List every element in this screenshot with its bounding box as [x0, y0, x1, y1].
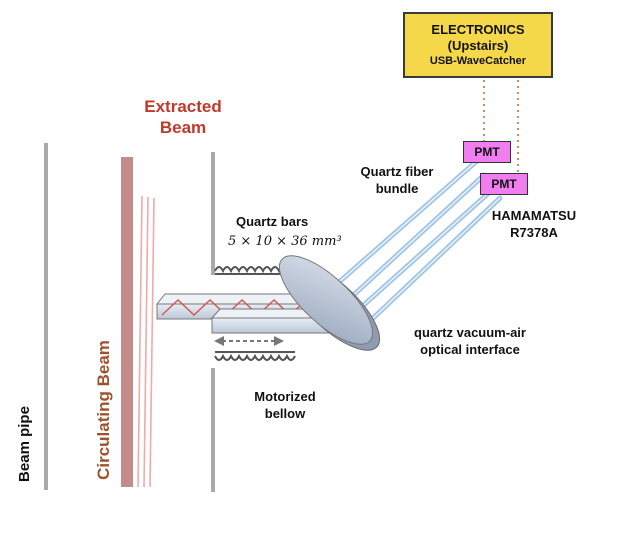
hamamatsu-label: HAMAMATSU R7378A	[491, 208, 577, 240]
quartz-fibers	[327, 157, 503, 326]
pmt-box-1: PMT	[463, 141, 511, 163]
bellow-lower	[214, 351, 296, 361]
pmt-box-2: PMT	[480, 173, 528, 195]
bellow-motion-arrow	[214, 336, 284, 346]
electronics-title: ELECTRONICS	[431, 21, 525, 37]
extracted-beam-label: Extracted Beam	[144, 97, 222, 137]
optical-interface-disk	[278, 255, 381, 351]
quartz-bars-label: Quartz bars	[236, 214, 309, 229]
circulating-beam-label: Circulating Beam	[94, 340, 113, 480]
beam-pipe-label: Beam pipe	[16, 406, 33, 482]
optical-interface-label: quartz vacuum-air optical interface	[414, 325, 526, 357]
extracted-beam-lines	[137, 195, 155, 488]
quartz-fiber-label: Quartz fiber bundle	[360, 164, 434, 196]
circulating-beam-bar	[121, 157, 133, 487]
quartz-bars-dimensions: 5 × 10 × 36 mm³	[228, 234, 342, 249]
electronics-device: USB-WaveCatcher	[429, 54, 527, 67]
motorized-bellow-label: Motorized bellow	[254, 389, 316, 421]
signal-cables	[483, 80, 519, 172]
electronics-location: (Upstairs)	[447, 37, 509, 53]
electronics-box: ELECTRONICS (Upstairs) USB-WaveCatcher	[403, 12, 553, 78]
